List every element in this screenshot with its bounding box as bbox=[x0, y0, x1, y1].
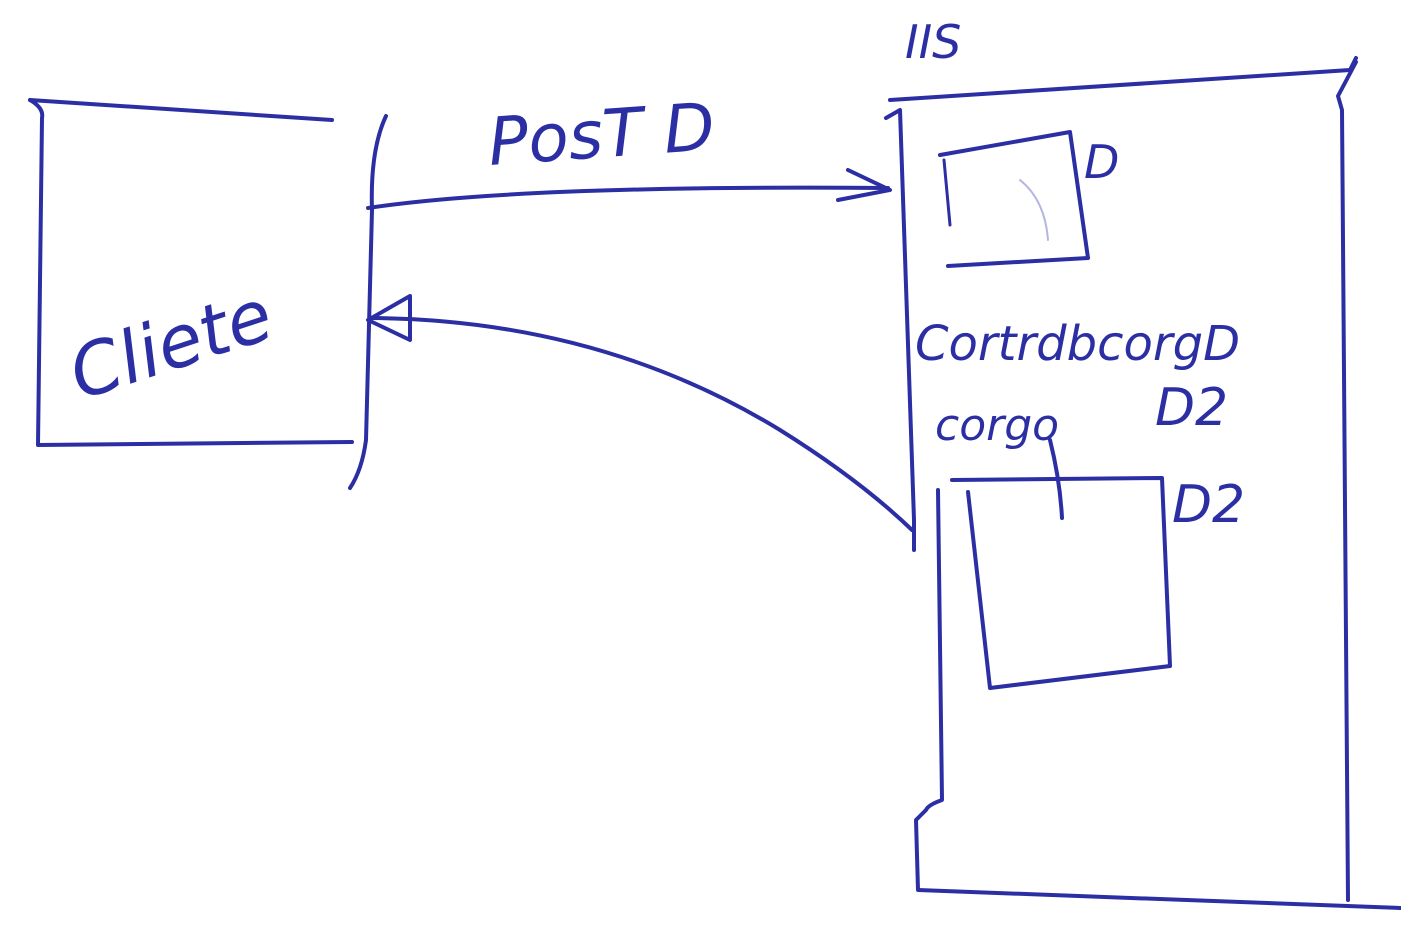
document-d-box bbox=[938, 130, 1090, 268]
iis-server-box bbox=[884, 56, 1401, 910]
document-d-label: D bbox=[1084, 135, 1119, 189]
code-line-1: CortrdbcorgD bbox=[915, 316, 1240, 372]
document-d2-box bbox=[950, 438, 1172, 690]
post-request-arrow bbox=[366, 168, 892, 210]
response-arrow bbox=[366, 294, 914, 532]
document-d2-label: D2 bbox=[1172, 475, 1245, 535]
post-d-label: PosT D bbox=[486, 88, 718, 181]
client-label: Cliete bbox=[59, 272, 282, 416]
d2-inline-label: D2 bbox=[1155, 378, 1228, 438]
iis-label: IIS bbox=[905, 15, 961, 69]
client-box bbox=[28, 98, 388, 490]
code-line-2: corgo bbox=[935, 400, 1059, 451]
